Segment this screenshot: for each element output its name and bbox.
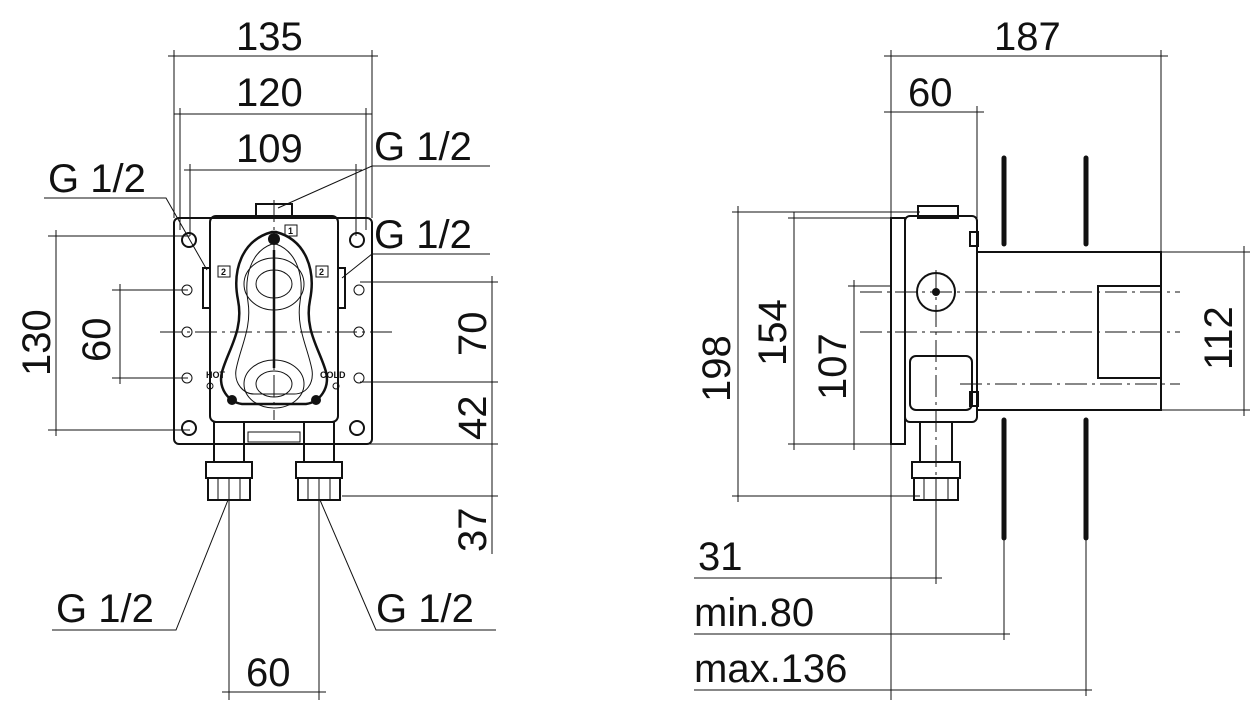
side-hole (353, 372, 365, 384)
corner-hole (181, 420, 197, 436)
dim-max-136: max.136 (694, 647, 847, 691)
corner-hole (349, 420, 365, 436)
dim-height-112: 112 (1197, 306, 1241, 370)
marker-2-left: 2 (221, 267, 226, 277)
dim-height-107: 107 (811, 333, 855, 400)
thread-bottom-right-label: G 1/2 (376, 587, 474, 631)
dim-height-198: 198 (695, 335, 739, 402)
right-plug (337, 267, 346, 309)
dim-width-109: 109 (236, 127, 303, 171)
dim-width-135: 135 (236, 15, 303, 59)
screw-bottom-right (311, 395, 321, 405)
dim-spacing-60: 60 (246, 651, 291, 695)
thread-top-label: G 1/2 (374, 125, 472, 169)
dim-height-154: 154 (751, 299, 795, 366)
dim-height-130: 130 (15, 309, 59, 376)
dim-height-60: 60 (75, 318, 119, 363)
label-hot: HOT (206, 370, 226, 380)
thread-left-label: G 1/2 (48, 157, 146, 201)
side-hole (353, 284, 365, 296)
bottom-bar (247, 431, 301, 443)
extension-body (976, 251, 1162, 411)
dim-min-80: min.80 (694, 591, 814, 635)
dim-depth-60: 60 (908, 71, 953, 115)
dim-height-70: 70 (451, 312, 495, 357)
side-plate (890, 217, 906, 445)
left-connector (205, 421, 253, 501)
marker-2-right: 2 (319, 267, 324, 277)
dim-height-37: 37 (451, 508, 495, 553)
cartridge-outline (219, 230, 329, 406)
dim-31: 31 (698, 535, 743, 579)
left-plug (202, 267, 211, 309)
dim-depth-187: 187 (994, 15, 1061, 59)
lower-block (909, 355, 973, 411)
front-view: 1 2 2 HOT COLD (15, 15, 498, 700)
marker-1: 1 (288, 226, 293, 236)
corner-hole (349, 232, 365, 248)
corner-hole (181, 232, 197, 248)
screw-bottom-left (227, 395, 237, 405)
cartridge-inner (235, 243, 313, 395)
side-body (904, 215, 978, 423)
dim-height-42: 42 (451, 396, 495, 441)
dim-width-120: 120 (236, 71, 303, 115)
right-connector (295, 421, 343, 501)
thread-right-label: G 1/2 (374, 213, 472, 257)
side-view: 187 60 198 154 107 112 31 min.80 max.136 (694, 15, 1250, 700)
thread-bottom-left-label: G 1/2 (56, 587, 154, 631)
label-cold: COLD (320, 370, 346, 380)
